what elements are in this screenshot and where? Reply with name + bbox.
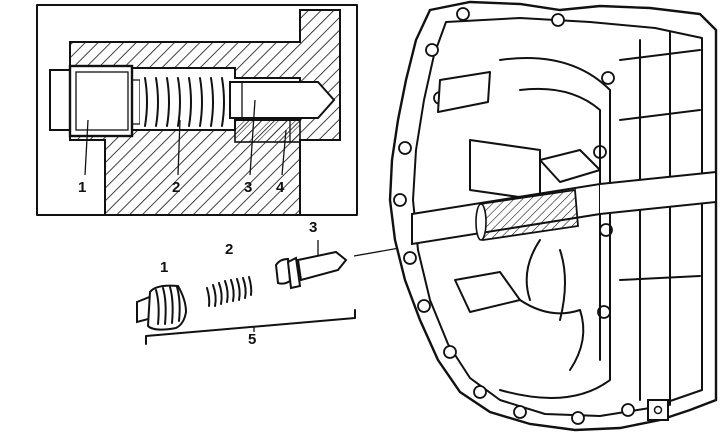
inset-leaders bbox=[84, 99, 287, 176]
callout-exploded-5: 5 bbox=[248, 331, 256, 348]
group-bracket bbox=[145, 309, 356, 345]
plug-section bbox=[49, 64, 141, 138]
callout-exploded-2: 2 bbox=[225, 241, 233, 258]
callout-2: 2 bbox=[172, 179, 180, 196]
transmission-housing bbox=[388, 0, 718, 432]
exploded-spring bbox=[206, 276, 253, 307]
section-inset: 1 2 3 4 bbox=[36, 4, 358, 216]
callout-3: 3 bbox=[244, 179, 252, 196]
spring-section bbox=[140, 76, 232, 127]
callout-4: 4 bbox=[276, 179, 285, 196]
exploded-plunger bbox=[274, 240, 348, 290]
plunger-section bbox=[229, 81, 336, 119]
housing-internals bbox=[437, 31, 701, 406]
callout-exploded-1: 1 bbox=[160, 259, 168, 276]
main-shaft bbox=[411, 170, 717, 246]
callout-exploded-3: 3 bbox=[309, 219, 317, 236]
exploded-plug bbox=[136, 284, 188, 331]
callout-1: 1 bbox=[78, 179, 86, 196]
